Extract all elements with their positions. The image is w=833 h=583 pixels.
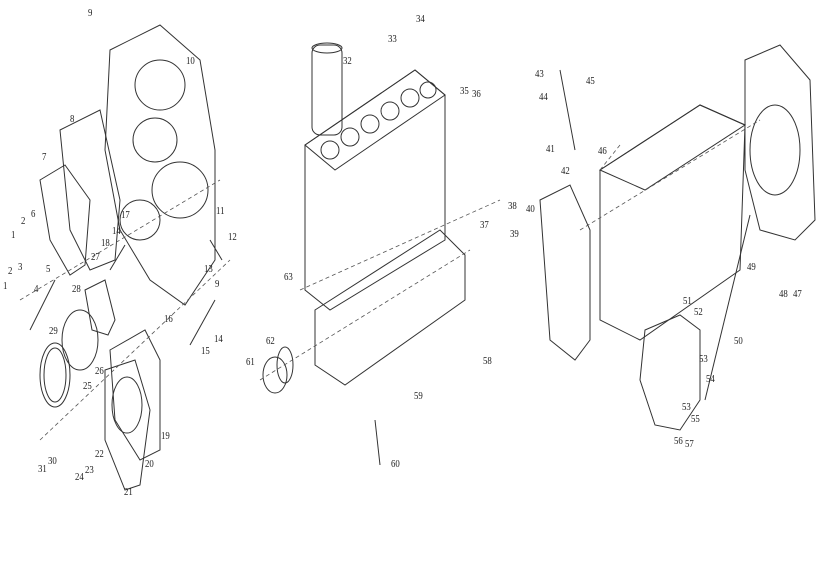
part-callout-18: 18: [101, 237, 110, 249]
part-callout-1: 1: [11, 229, 16, 241]
part-callout-45: 45: [586, 75, 595, 87]
front-cover-40: [539, 184, 591, 361]
part-callout-12: 12: [228, 231, 237, 243]
part-callout-19: 19: [161, 430, 170, 442]
cylinder-block-group: [259, 42, 501, 466]
part-callout-41: 41: [546, 143, 555, 155]
part-callout-20: 20: [145, 458, 154, 470]
part-callout-53: 53: [699, 353, 708, 365]
seal-housing-28: [61, 309, 99, 371]
part-callout-32: 32: [343, 55, 352, 67]
part-callout-34: 34: [416, 13, 425, 25]
part-callout-33: 33: [388, 33, 397, 45]
part-callout-51: 51: [683, 295, 692, 307]
part-callout-37: 37: [480, 219, 489, 231]
part-callout-3: 3: [18, 261, 23, 273]
gear-housing-group: [19, 24, 231, 491]
oil-pan-cover-51: [639, 314, 701, 431]
part-callout-43: 43: [535, 68, 544, 80]
part-callout-56: 56: [674, 435, 683, 447]
part-callout-63: 63: [284, 271, 293, 283]
part-callout-42: 42: [561, 165, 570, 177]
part-callout-57: 57: [685, 438, 694, 450]
part-callout-9: 9: [215, 278, 220, 290]
part-callout-5: 5: [46, 263, 51, 275]
cylinder-block: [304, 69, 446, 311]
part-callout-23: 23: [85, 464, 94, 476]
part-callout-24: 24: [75, 471, 84, 483]
part-callout-62: 62: [266, 335, 275, 347]
part-callout-11: 11: [216, 205, 225, 217]
part-callout-55: 55: [691, 413, 700, 425]
part-callout-35: 35: [460, 85, 469, 97]
part-callout-36: 36: [472, 88, 481, 100]
part-callout-52: 52: [694, 306, 703, 318]
plate-20: [109, 329, 161, 461]
part-callout-16: 16: [164, 313, 173, 325]
part-callout-2: 2: [8, 265, 13, 277]
part-callout-50: 50: [734, 335, 743, 347]
part-callout-13: 13: [204, 263, 213, 275]
oil-seal-29: [39, 342, 71, 408]
assembled-block-group: [539, 44, 816, 431]
part-callout-59: 59: [414, 390, 423, 402]
part-callout-25: 25: [83, 380, 92, 392]
ring-62: [276, 346, 294, 384]
part-callout-44: 44: [539, 91, 548, 103]
part-callout-40: 40: [526, 203, 535, 215]
part-callout-6: 6: [31, 208, 36, 220]
gasket-27: [84, 279, 116, 336]
flywheel-housing: [744, 44, 816, 241]
part-callout-1: 1: [3, 280, 8, 292]
engine-block-assembled: [599, 104, 746, 341]
part-callout-46: 46: [598, 145, 607, 157]
gear-housing: [104, 24, 216, 306]
part-callout-60: 60: [391, 458, 400, 470]
bearing-61: [262, 356, 288, 394]
part-callout-38: 38: [508, 200, 517, 212]
cover-7: [39, 164, 91, 276]
part-callout-15: 15: [201, 345, 210, 357]
cylinder-liner-32: [311, 44, 343, 136]
part-callout-31: 31: [38, 463, 47, 475]
part-callout-4: 4: [34, 283, 39, 295]
gasket-21: [104, 359, 151, 491]
part-callout-49: 49: [747, 261, 756, 273]
part-callout-2: 2: [21, 215, 26, 227]
part-callout-10: 10: [186, 55, 195, 67]
part-callout-28: 28: [72, 283, 81, 295]
part-callout-54: 54: [706, 373, 715, 385]
part-callout-29: 29: [49, 325, 58, 337]
part-callout-14: 14: [112, 225, 121, 237]
part-callout-17: 17: [121, 209, 130, 221]
part-callout-48: 48: [779, 288, 788, 300]
part-callout-27: 27: [91, 251, 100, 263]
part-callout-22: 22: [95, 448, 104, 460]
part-callout-47: 47: [793, 288, 802, 300]
part-callout-39: 39: [510, 228, 519, 240]
part-callout-26: 26: [95, 365, 104, 377]
main-bearing-caps: [314, 229, 466, 386]
part-callout-61: 61: [246, 356, 255, 368]
part-callout-58: 58: [483, 355, 492, 367]
tube-45: [559, 69, 576, 151]
part-callout-21: 21: [124, 486, 133, 498]
part-callout-14: 14: [214, 333, 223, 345]
gasket-8: [59, 109, 121, 271]
part-callout-9: 9: [88, 7, 93, 19]
part-callout-7: 7: [42, 151, 47, 163]
part-callout-53: 53: [682, 401, 691, 413]
dipstick-49-50: [704, 214, 751, 401]
part-callout-30: 30: [48, 455, 57, 467]
part-callout-8: 8: [70, 113, 75, 125]
